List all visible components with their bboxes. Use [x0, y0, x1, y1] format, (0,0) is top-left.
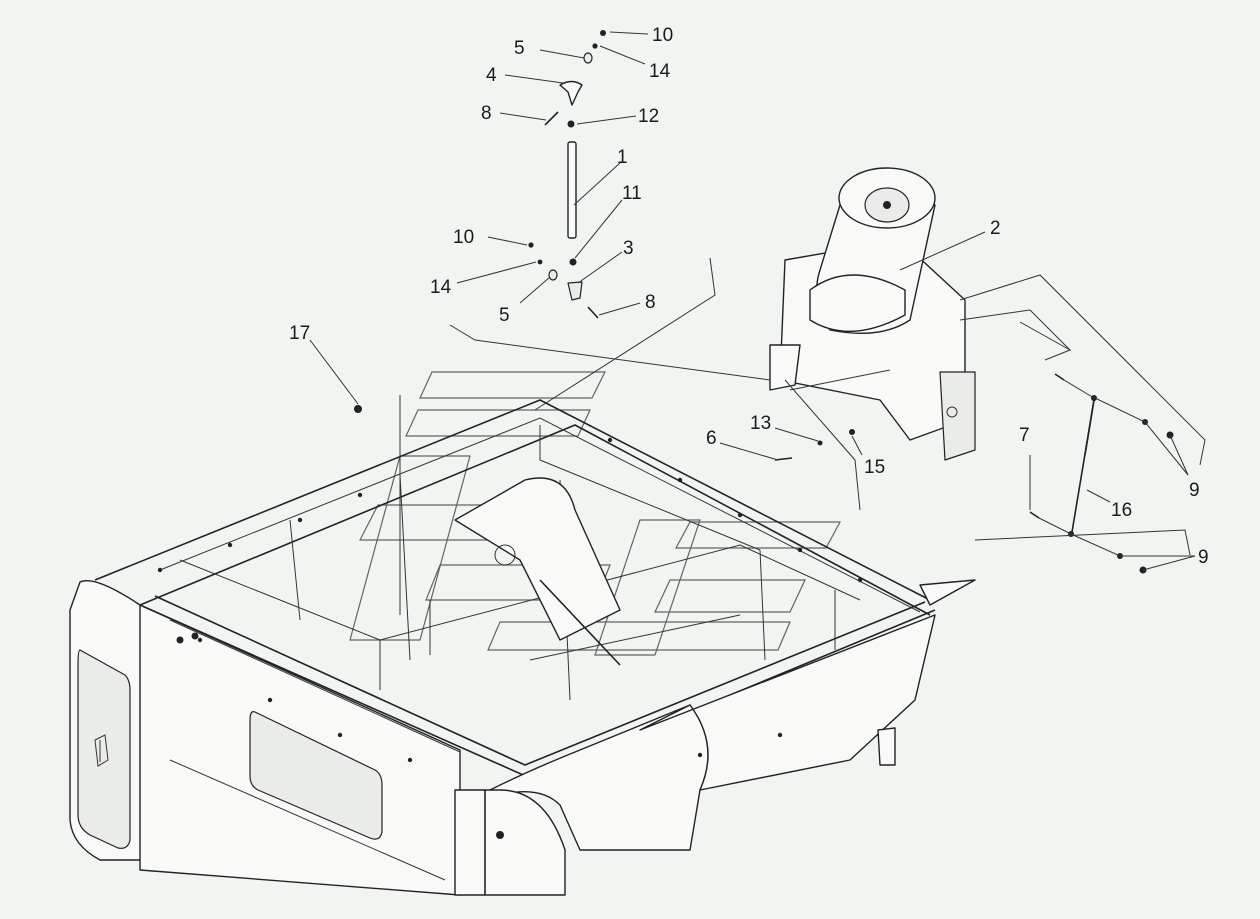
part-10-nut-top: [600, 30, 606, 36]
gas-strut-assembly: [1029, 373, 1174, 574]
part-7-bolt-top: [1054, 373, 1065, 381]
callout-5-lower: 5: [499, 305, 510, 326]
part-10-nut-lower: [528, 242, 534, 248]
callout-13: 13: [750, 413, 771, 434]
callout-14-top: 14: [649, 61, 671, 82]
callout-labels: 10 5 14 4 8 12 1 11 10 3 14 8 5 2 17 13 …: [289, 25, 1209, 568]
left-door-panel: [77, 649, 131, 849]
callout-15: 15: [864, 457, 885, 478]
part-8-bolt-top: [544, 111, 559, 126]
callout-8-top: 8: [481, 103, 492, 124]
right-lug: [919, 579, 976, 606]
part-5-bushing-top: [583, 52, 593, 64]
part-14-washer-lower: [537, 259, 543, 265]
callout-leaders: [309, 31, 1196, 571]
callout-5-top: 5: [514, 38, 525, 59]
part-12-nut: [567, 120, 575, 128]
callout-7: 7: [1019, 425, 1030, 446]
hopper-frame: [69, 399, 976, 896]
part-7-bolt-bottom: [1029, 511, 1040, 519]
bottom-fitting: [877, 727, 896, 766]
part-15-nut: [849, 429, 855, 435]
callout-14-lower: 14: [430, 277, 452, 298]
part-1-shaft: [567, 141, 577, 239]
callout-9-upper: 9: [1189, 480, 1200, 501]
callout-4: 4: [486, 65, 497, 86]
bottom-front: [454, 789, 566, 896]
callout-16: 16: [1111, 500, 1132, 521]
part-3-bracket-lower: [567, 281, 583, 301]
callout-2: 2: [990, 218, 1001, 239]
assembly-leader-lines: [399, 257, 1206, 661]
callout-9-lower: 9: [1198, 547, 1209, 568]
callout-10-top: 10: [652, 25, 673, 46]
callout-11: 11: [622, 183, 642, 204]
side-plate: [939, 371, 976, 461]
inner-auger-panel: [454, 477, 621, 641]
lower-bracket: [769, 344, 801, 391]
callout-8-lower: 8: [645, 292, 656, 313]
shaft-parts: [354, 30, 855, 461]
callout-10-lower: 10: [453, 227, 474, 248]
part-13-washer: [817, 440, 823, 446]
part-11-nut: [569, 258, 577, 266]
callout-6: 6: [706, 428, 717, 449]
right-nose: [639, 614, 936, 791]
part-17-plug: [354, 405, 362, 413]
callout-3: 3: [623, 238, 634, 259]
callout-12: 12: [638, 106, 659, 127]
callout-1: 1: [617, 147, 628, 168]
tube-lower-flange: [809, 274, 906, 333]
part-14-washer-top: [592, 43, 598, 49]
part-5-bushing-lower: [548, 269, 558, 281]
part-4-bracket: [559, 80, 583, 106]
side-window: [249, 711, 383, 840]
callout-17: 17: [289, 323, 310, 344]
part-8-bolt-lower: [587, 306, 599, 319]
discharge-tube-assembly: [769, 167, 976, 511]
